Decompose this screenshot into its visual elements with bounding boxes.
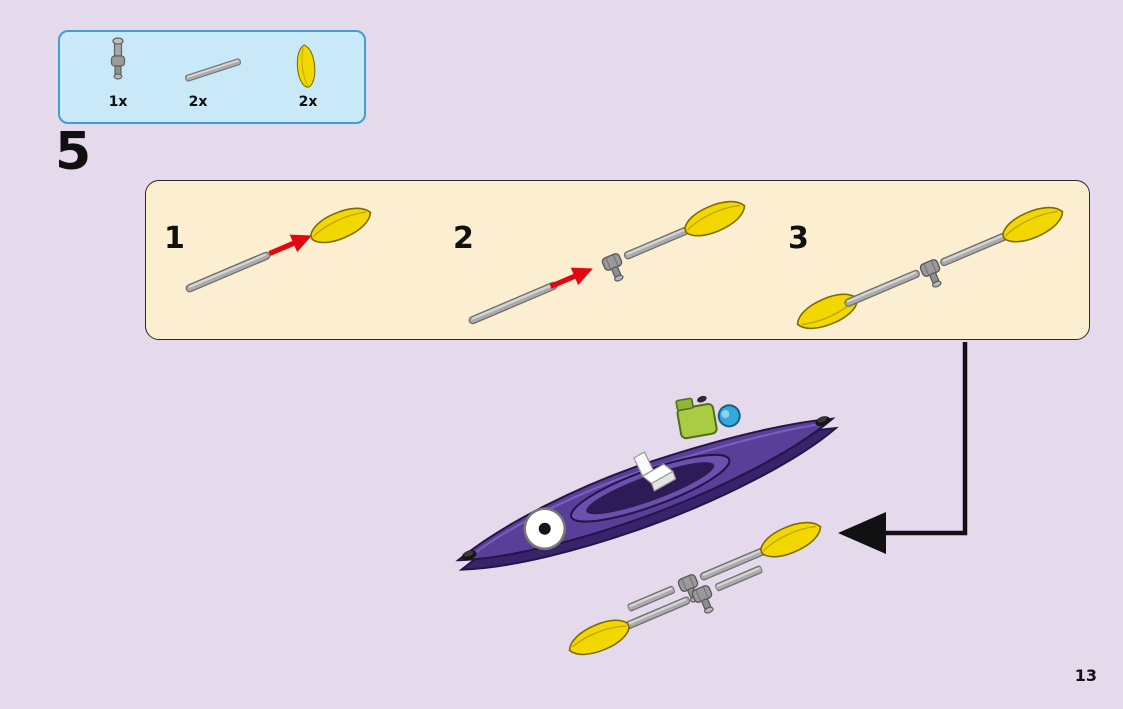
finished-paddle-lower [564,564,764,669]
part-count-pin-connector: 1x [108,94,128,110]
substep-label-3: 3 [788,221,809,256]
stern-stud [815,416,830,427]
page-number: 13 [1074,666,1097,685]
kayak-seat [633,451,677,492]
pointer-arrow-icon [838,342,968,554]
finished-paddle-upper [626,515,828,613]
substep-label-1: 1 [164,221,185,256]
kayak-illustration [455,395,839,571]
camera-accessory [675,395,741,440]
substep-label-2: 2 [453,221,474,256]
assembly-steps-panel: 1 2 3 [145,180,1090,340]
pulley-wheel [523,507,566,550]
parts-callout-box: 1x 2x 2x [58,30,366,124]
part-count-paddle-blade: 2x [298,94,318,110]
bow-stud [461,550,477,561]
step-number: 5 [55,122,92,182]
part-count-gray-bar: 2x [188,94,208,110]
